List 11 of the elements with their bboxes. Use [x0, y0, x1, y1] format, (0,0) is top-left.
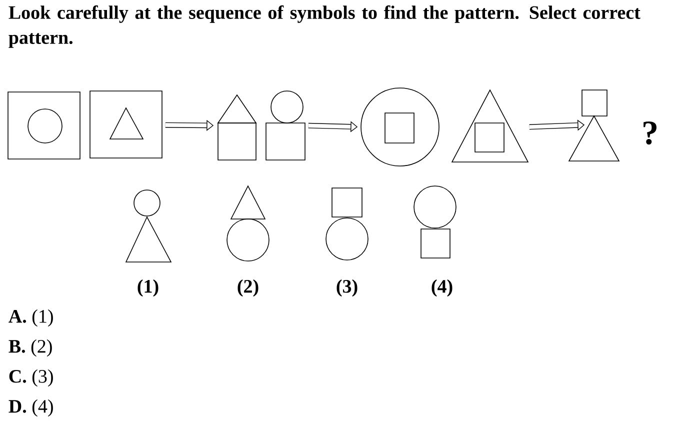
- answer-choice: D. (4): [8, 399, 53, 417]
- answer-choice: B. (2): [8, 339, 52, 357]
- question-text: Look carefully at the sequence of symbols to find the pattern. Select correct pattern.: [8, 5, 640, 48]
- option-number: (1): [138, 279, 158, 297]
- symbol-drawing: [8, 90, 162, 160]
- option-number: (3): [336, 279, 358, 297]
- answer-choice: C. (3): [9, 369, 53, 387]
- option-number: (4): [432, 279, 452, 297]
- symbol-drawing: [360, 88, 529, 166]
- option-number: (2): [238, 279, 258, 297]
- answer-choice: A. (1): [8, 309, 53, 327]
